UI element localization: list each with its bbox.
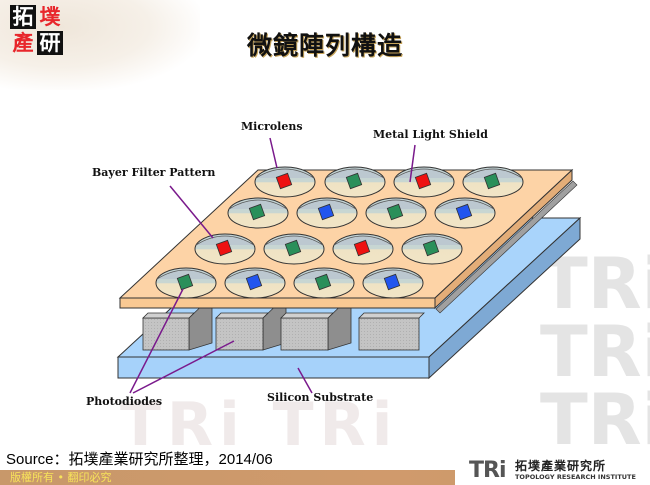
filter-green (176, 273, 194, 291)
filter-blue (383, 273, 401, 291)
tri-watermark: TRi TRi TRi (540, 250, 650, 450)
microlens (224, 267, 286, 299)
watermark-text-1: TRi (540, 250, 650, 325)
logo-char-3: 產 (12, 30, 34, 55)
leader-metal-light-shield (409, 144, 416, 183)
leader-microlens (269, 137, 278, 169)
filter-blue (455, 203, 473, 221)
source-caption: Source：拓墣產業研究所整理，2014/06 (6, 451, 273, 468)
watermark-text-3: TRi (540, 379, 650, 450)
microlens (332, 233, 394, 265)
tri-name-english: TOPOLOGY RESEARCH INSTITUTE (515, 473, 636, 481)
label-metal-light-shield: Metal Light Shield (373, 128, 488, 141)
tri-name-chinese: 拓墣產業研究所 (515, 459, 607, 473)
topology-logo: 拓 墣 產 研 (10, 5, 66, 57)
microlens (434, 197, 496, 229)
microlens (462, 166, 524, 198)
filter-red (215, 239, 233, 257)
microlens (393, 166, 455, 198)
logo-char-2: 墣 (39, 4, 61, 29)
label-bayer-filter-pattern: Bayer Filter Pattern (92, 166, 216, 179)
microlens (365, 197, 427, 229)
microlens-array (155, 166, 524, 299)
filter-red (275, 172, 293, 190)
filter-green (422, 239, 440, 257)
filter-green (345, 172, 363, 190)
leader-silicon-substrate (297, 367, 313, 394)
microlens (263, 233, 325, 265)
watermark-text-2: TRi (540, 311, 650, 393)
microlens (362, 267, 424, 299)
filter-green (284, 239, 302, 257)
filter-green (483, 172, 501, 190)
leader-bayer-filter (169, 185, 214, 239)
logo-char-1: 拓 (10, 5, 36, 29)
filter-blue (317, 203, 335, 221)
tri-logo-badge: TRi 拓墣產業研究所 TOPOLOGY RESEARCH INSTITUTE (455, 452, 650, 485)
label-photodiodes: Photodiodes (86, 395, 163, 408)
filter-red (353, 239, 371, 257)
filter-green (386, 203, 404, 221)
watermark-text-5: TRi (272, 395, 399, 455)
filter-green (314, 273, 332, 291)
label-silicon-substrate: Silicon Substrate (267, 391, 374, 404)
label-microlens: Microlens (241, 120, 303, 133)
slide-title: 微鏡陣列構造 (246, 31, 403, 60)
tri-logo-mark: TRi (469, 458, 506, 483)
copyright-notice: 版權所有 • 翻印必究 (10, 471, 112, 484)
microlens (194, 233, 256, 265)
tri-watermark-bottom: TRi TRi TRi (120, 395, 540, 455)
photodiodes (142, 295, 425, 351)
logo-char-4: 研 (37, 31, 63, 55)
leader-photodiode-2 (132, 340, 235, 394)
microlens (296, 197, 358, 229)
microlens (155, 267, 217, 299)
microlens (401, 233, 463, 265)
filter-green (248, 203, 266, 221)
filter-red (414, 172, 432, 190)
leader-photodiode-1 (129, 288, 184, 394)
microlens (324, 166, 386, 198)
microlens (227, 197, 289, 229)
watermark-text-4: TRi (120, 395, 246, 455)
leader-lines (129, 137, 416, 394)
microlens (293, 267, 355, 299)
filter-blue (245, 273, 263, 291)
microlens (254, 166, 316, 198)
